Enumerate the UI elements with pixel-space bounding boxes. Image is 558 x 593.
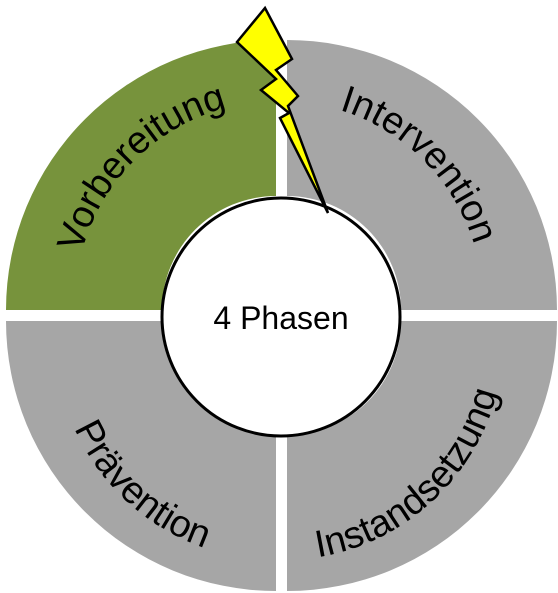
center-circle [160,196,402,438]
segment-intervention [287,40,557,310]
segment-vorbereitung [6,40,276,310]
segment-praevention [6,321,276,591]
segment-instandsetzung [287,321,557,591]
center-label: 4 Phasen [213,300,348,336]
lightning-bolt-icon [235,5,330,214]
